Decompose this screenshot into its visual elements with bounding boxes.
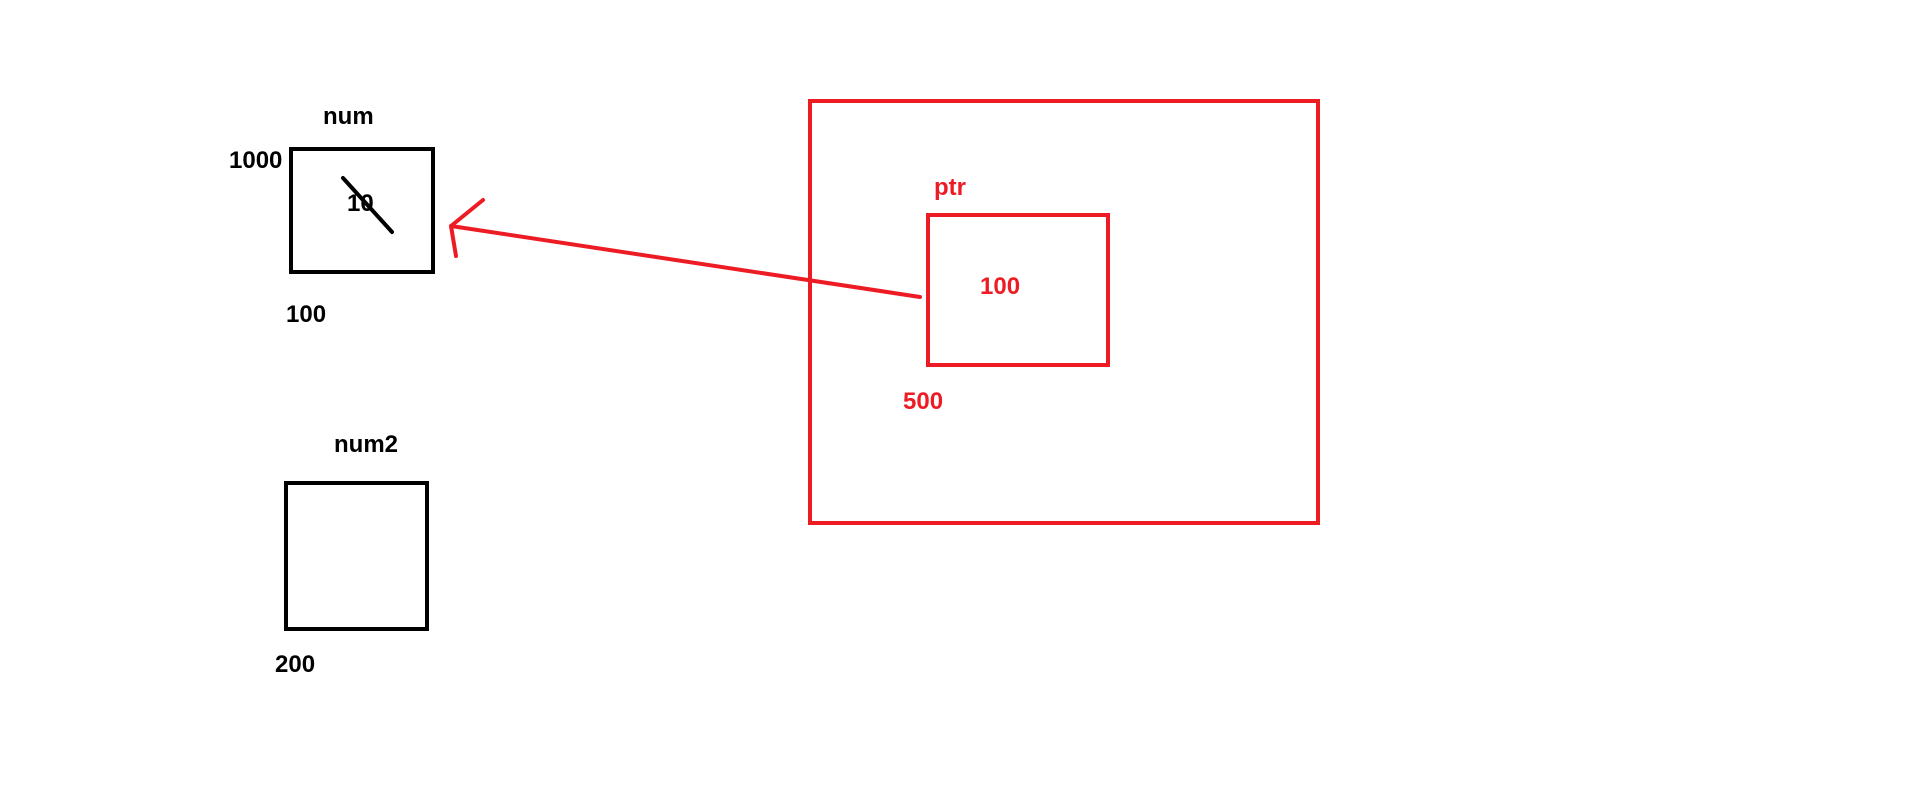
num2-name-label: num2 [334,431,398,458]
ptr-name-label: ptr [934,174,966,201]
num2-address-label: 200 [275,651,315,678]
num-value-strikeout [341,176,394,234]
outer-frame-box [808,99,1320,525]
ptr-value-label: 100 [980,273,1020,300]
num-name-label: num [323,103,374,130]
pointer-arrow [449,198,922,299]
ptr-address-label: 500 [903,388,943,415]
num-box [289,147,435,274]
num-address-top-label: 1000 [229,147,282,174]
pointer-arrow-shaft [449,224,922,299]
ptr-box [926,213,1110,367]
num-address-bottom-label: 100 [286,301,326,328]
pointer-arrowhead [449,198,485,258]
num-value-label: 10 [347,190,374,217]
num2-box [284,481,429,631]
